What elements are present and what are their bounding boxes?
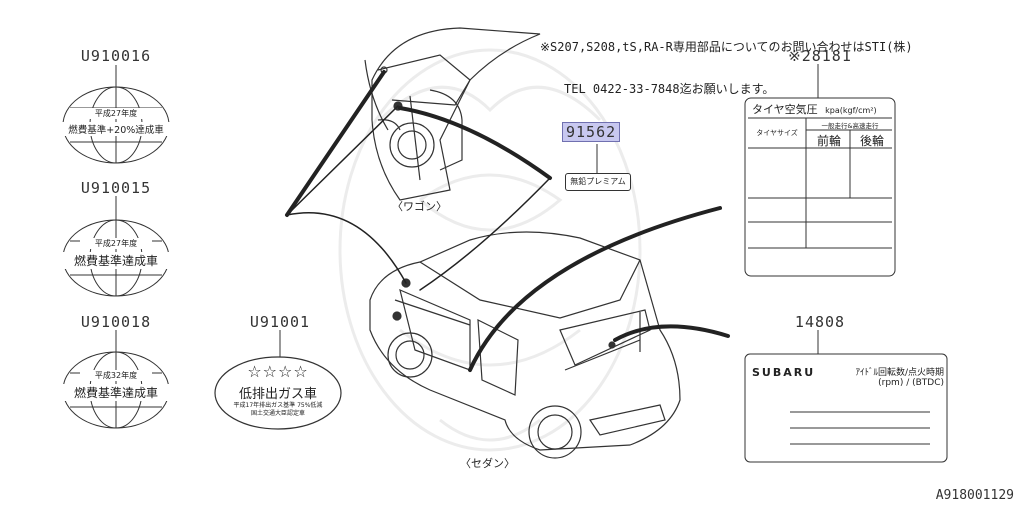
part-u91001[interactable]: U91001 bbox=[236, 312, 324, 331]
header-note: ※S207,S208,tS,RA-R専用部品についてのお問い合わせはSTI(株)… bbox=[540, 12, 913, 110]
u910018-text: 燃費基準達成車 bbox=[62, 384, 170, 401]
watermark-emblem bbox=[338, 48, 642, 452]
part-91562[interactable]: 91562 bbox=[562, 122, 621, 142]
caption-sedan: 〈セダン〉 bbox=[460, 457, 515, 470]
part-number-u910016[interactable]: U910016 bbox=[80, 47, 152, 65]
emission-sticker-outline bbox=[214, 356, 342, 430]
leader-lines bbox=[285, 70, 730, 372]
idle-label-line2: (rpm) / (BTDC) bbox=[878, 378, 944, 388]
tire-label-driving: 一般走行&高速走行 bbox=[821, 122, 879, 130]
u91001-small-line2: 国土交通大臣認定車 bbox=[250, 410, 305, 417]
part-number-14808[interactable]: 14808 bbox=[794, 313, 846, 331]
part-14808[interactable]: 14808 bbox=[790, 312, 850, 331]
figure-id: A918001129 bbox=[935, 488, 1014, 503]
fuel-label-91562: 無鉛プレミアム bbox=[565, 173, 631, 191]
tire-label-frame bbox=[744, 97, 896, 277]
u91001-text: 低排出ガス車 bbox=[238, 387, 317, 402]
fuel-label-text: 無鉛プレミアム bbox=[570, 177, 626, 186]
part-28181[interactable]: ※28181 bbox=[780, 46, 860, 65]
part-number-u910015[interactable]: U910015 bbox=[80, 179, 152, 197]
part-u910018[interactable]: U910018 bbox=[64, 312, 168, 331]
part-u910016[interactable]: U910016 bbox=[64, 46, 168, 65]
subaru-logo: SUBARU bbox=[752, 366, 816, 379]
tire-label-title: タイヤ空気圧 bbox=[752, 103, 818, 116]
idle-label-line1: ｱｲﾄﾞﾙ回転数/点火時期 bbox=[855, 368, 944, 378]
idle-label-frame bbox=[744, 353, 948, 463]
part-number-u91001[interactable]: U91001 bbox=[249, 313, 311, 331]
part-number-28181[interactable]: ※28181 bbox=[788, 47, 852, 65]
star-rating-icon: ☆☆☆☆ bbox=[247, 362, 309, 381]
u910015-year: 平成27年度 bbox=[80, 238, 152, 249]
caption-wagon: 〈ワゴン〉 bbox=[392, 200, 447, 213]
u91001-small-line1: 平成17年排出ガス基準 75%低減 bbox=[233, 402, 323, 409]
tire-label-col-rear: 後輪 bbox=[859, 134, 884, 148]
part-number-u910018[interactable]: U910018 bbox=[80, 313, 152, 331]
u910018-year: 平成32年度 bbox=[80, 370, 152, 381]
part-u910015[interactable]: U910015 bbox=[64, 178, 168, 197]
u91001-small-text: 平成17年排出ガス基準 75%低減 国土交通大臣認定車 bbox=[218, 402, 338, 418]
part-connectors bbox=[115, 64, 819, 357]
u910016-year: 平成27年度 bbox=[70, 108, 162, 119]
u910015-text: 燃費基準達成車 bbox=[62, 252, 170, 269]
tire-label-header: タイヤ空気圧 kpa(kgf/cm²) bbox=[752, 101, 892, 117]
wagon-illustration bbox=[364, 27, 541, 201]
tire-label-col-size: タイヤサイズ bbox=[756, 129, 798, 137]
u910016-text: 燃費基準+20%達成車 bbox=[62, 122, 170, 136]
tire-label-col-front: 前輪 bbox=[816, 134, 841, 148]
header-note-line1: ※S207,S208,tS,RA-R専用部品についてのお問い合わせはSTI(株) bbox=[540, 40, 913, 54]
part-number-91562[interactable]: 91562 bbox=[562, 122, 621, 142]
header-note-line2: TEL 0422-33-7848迄お願いします。 bbox=[564, 82, 775, 96]
tire-label-unit: kpa(kgf/cm²) bbox=[825, 106, 877, 115]
